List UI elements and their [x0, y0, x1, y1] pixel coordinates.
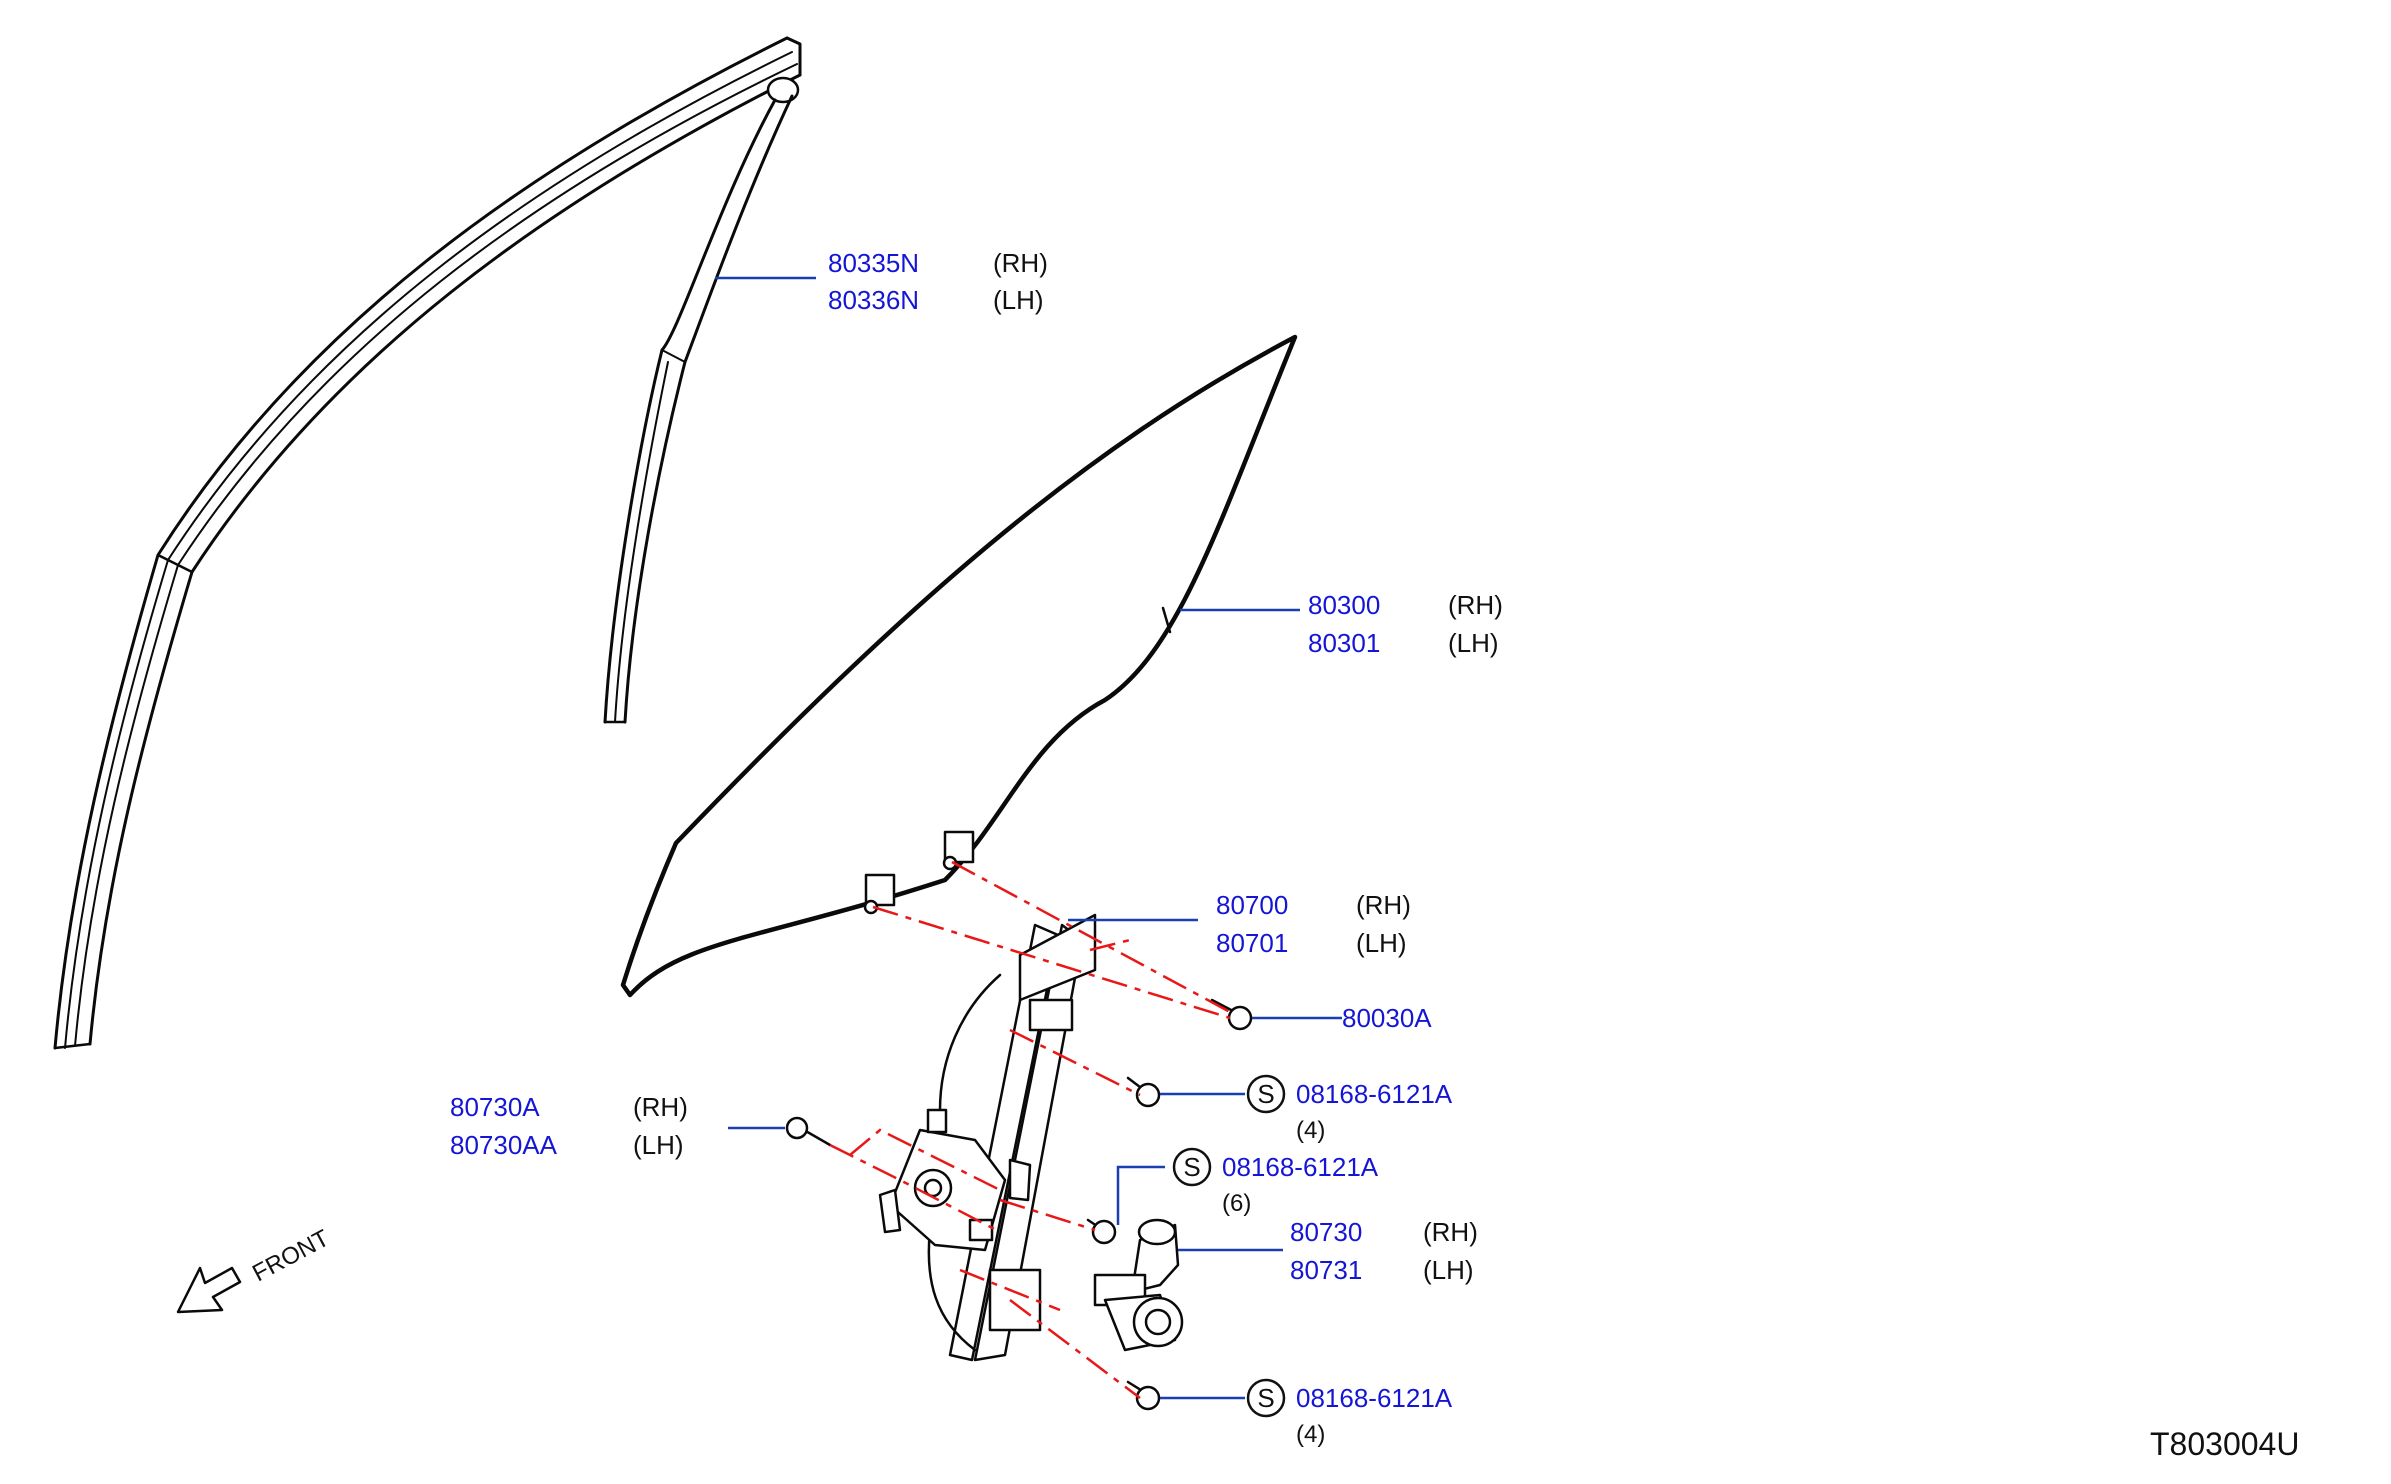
- part-number-link[interactable]: 08168-6121A: [1296, 1383, 1453, 1413]
- part-number-link[interactable]: 80730AA: [450, 1130, 558, 1160]
- quantity-label: (6): [1222, 1190, 1251, 1217]
- front-label: FRONT: [248, 1224, 334, 1287]
- side-label: (RH): [993, 248, 1048, 278]
- part-number-link[interactable]: 80701: [1216, 928, 1288, 958]
- quantity-label: (4): [1296, 1117, 1325, 1144]
- quantity-label: (4): [1296, 1421, 1325, 1448]
- part-number-link[interactable]: 80700: [1216, 890, 1288, 920]
- callout-regulator: 80700 (RH) 80701 (LH): [1216, 890, 1411, 958]
- leader-lines: [715, 276, 1342, 1400]
- callout-bolt-lower: 08168-6121A (4): [1296, 1383, 1453, 1448]
- callout-bolt-upper: 08168-6121A (4): [1296, 1079, 1453, 1144]
- svg-text:S: S: [1183, 1152, 1200, 1182]
- part-number-link[interactable]: 08168-6121A: [1296, 1079, 1453, 1109]
- standard-part-icon: S: [1172, 1147, 1212, 1187]
- part-number-link[interactable]: 80731: [1290, 1255, 1362, 1285]
- front-indicator: FRONT: [176, 1224, 334, 1314]
- callout-glass: 80300 (RH) 80301 (LH): [1308, 590, 1503, 658]
- window-regulator-drawing: [878, 913, 1097, 1362]
- standard-part-icon: S: [1246, 1378, 1286, 1418]
- door-sash-drawing: [53, 36, 802, 1050]
- side-label: (LH): [1448, 628, 1499, 658]
- centerlines: [829, 860, 1231, 1399]
- side-label: (RH): [1423, 1217, 1478, 1247]
- side-label: (LH): [633, 1130, 684, 1160]
- part-number-link[interactable]: 80730A: [450, 1092, 540, 1122]
- bolt-lower-icon: [1126, 1380, 1161, 1411]
- bolt-middle-icon: [1086, 1218, 1117, 1245]
- part-number-link[interactable]: 80730: [1290, 1217, 1362, 1247]
- side-label: (LH): [1423, 1255, 1474, 1285]
- svg-text:S: S: [1257, 1383, 1274, 1413]
- callout-sash: 80335N (RH) 80336N (LH): [828, 248, 1048, 315]
- part-number-link[interactable]: 08168-6121A: [1222, 1152, 1379, 1182]
- side-label: (RH): [633, 1092, 688, 1122]
- bolts-drawing: [785, 998, 1253, 1411]
- svg-text:S: S: [1257, 1079, 1274, 1109]
- callout-glass-bolt: 80030A: [1342, 1003, 1432, 1033]
- side-label: (RH): [1356, 890, 1411, 920]
- callout-bolt-middle: 08168-6121A (6): [1222, 1152, 1379, 1217]
- side-label: (RH): [1448, 590, 1503, 620]
- screw-80730a-icon: [785, 1116, 832, 1147]
- front-arrow-icon: [176, 1266, 242, 1314]
- diagram-code: T803004U: [2150, 1426, 2299, 1462]
- regulator-motor-drawing: [1093, 1218, 1184, 1352]
- callout-motor: 80730 (RH) 80731 (LH): [1290, 1217, 1478, 1285]
- side-label: (LH): [993, 285, 1044, 315]
- part-number-link[interactable]: 80336N: [828, 285, 919, 315]
- standard-part-symbols: S S S: [1172, 1074, 1286, 1418]
- bolt-upper-icon: [1126, 1076, 1161, 1108]
- part-number-link[interactable]: 80301: [1308, 628, 1380, 658]
- door-glass-drawing: [620, 334, 1298, 998]
- part-number-link[interactable]: 80335N: [828, 248, 919, 278]
- part-number-link[interactable]: 80030A: [1342, 1003, 1432, 1033]
- callout-screw: 80730A (RH) 80730AA (LH): [450, 1092, 688, 1160]
- standard-part-icon: S: [1246, 1074, 1286, 1114]
- side-label: (LH): [1356, 928, 1407, 958]
- part-number-link[interactable]: 80300: [1308, 590, 1380, 620]
